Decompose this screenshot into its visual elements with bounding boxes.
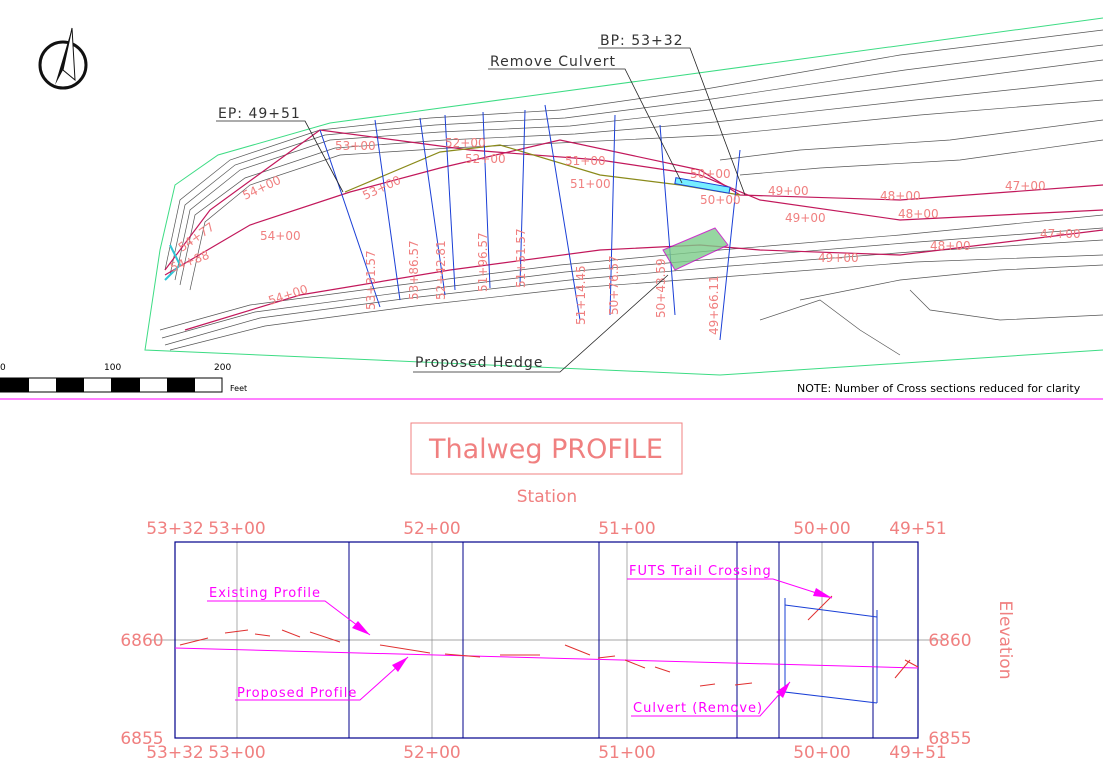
svg-text:48+00: 48+00 (930, 239, 971, 253)
profile-annotations: Existing Profile Proposed Profile FUTS T… (207, 564, 833, 717)
existing-profile-segments (179, 595, 919, 687)
svg-text:49+51: 49+51 (889, 743, 947, 763)
profile-title: Thalweg PROFILE (428, 434, 663, 465)
svg-text:6860: 6860 (928, 631, 971, 651)
svg-text:53+31.57: 53+31.57 (364, 250, 378, 310)
svg-text:53+00: 53+00 (208, 743, 266, 763)
svg-text:54+00: 54+00 (260, 229, 301, 243)
svg-text:49+00: 49+00 (768, 184, 809, 198)
svg-text:47+00: 47+00 (1005, 179, 1046, 193)
svg-text:0: 0 (0, 363, 6, 373)
svg-text:6860: 6860 (120, 631, 163, 651)
svg-text:51+00: 51+00 (565, 154, 606, 168)
bp-label: BP: 53+32 (600, 33, 684, 49)
plan-station-labels: 53+00 52+00 52+00 51+00 51+00 50+00 50+0… (168, 136, 1080, 308)
station-ticks-bottom: 53+32 53+00 52+00 51+00 50+00 49+51 (146, 743, 947, 763)
svg-text:51+00: 51+00 (598, 743, 656, 763)
svg-text:Existing Profile: Existing Profile (209, 586, 321, 601)
svg-text:200: 200 (214, 363, 231, 373)
svg-text:51+51.57: 51+51.57 (514, 228, 528, 288)
svg-text:54+00: 54+00 (267, 282, 310, 308)
svg-text:51+00: 51+00 (570, 177, 611, 191)
svg-text:47+00: 47+00 (1040, 227, 1081, 241)
profile-view: Thalweg PROFILE Station Elevation 53+32 … (120, 422, 1015, 763)
profile-grid (150, 541, 945, 739)
scale-bar: 0 100 200 Feet (0, 363, 247, 393)
cross-section-labels: 53+31.57 53+86.57 52+42.81 51+96.57 51+5… (364, 228, 721, 335)
svg-text:50+00: 50+00 (700, 193, 741, 207)
svg-text:48+00: 48+00 (898, 207, 939, 221)
svg-text:51+14.45: 51+14.45 (574, 265, 588, 325)
y-axis-label: Elevation (995, 601, 1015, 680)
svg-text:6855: 6855 (120, 729, 163, 749)
cross-section-lines (319, 104, 741, 341)
svg-text:49+00: 49+00 (785, 211, 826, 225)
svg-text:52+00: 52+00 (445, 136, 486, 150)
callouts: BP: 53+32 Remove Culvert EP: 49+51 Propo… (216, 33, 746, 373)
station-ticks-top: 53+32 53+00 52+00 51+00 50+00 49+51 (146, 519, 947, 539)
culvert-outline (784, 598, 878, 704)
svg-text:50+00: 50+00 (690, 167, 731, 181)
svg-text:50+43.59: 50+43.59 (654, 258, 668, 318)
svg-text:50+76.57: 50+76.57 (607, 255, 621, 315)
svg-text:50+00: 50+00 (793, 743, 851, 763)
svg-text:100: 100 (104, 363, 121, 373)
x-axis-label: Station (517, 487, 577, 507)
plan-view: 53+00 52+00 52+00 51+00 51+00 50+00 50+0… (0, 17, 1103, 395)
contours (159, 29, 1103, 356)
svg-text:53+00: 53+00 (360, 173, 403, 203)
proposed-hedge-area (662, 227, 729, 271)
svg-text:53+00: 53+00 (208, 519, 266, 539)
profile-title-box (410, 422, 683, 475)
svg-text:49+66.11: 49+66.11 (707, 275, 721, 335)
note-text: NOTE: Number of Cross sections reduced f… (797, 382, 1081, 395)
svg-text:52+42.81: 52+42.81 (434, 240, 448, 300)
ep-label: EP: 49+51 (218, 106, 301, 122)
svg-text:48+00: 48+00 (880, 189, 921, 203)
remove-culvert-label: Remove Culvert (490, 54, 616, 70)
svg-text:54+77: 54+77 (176, 220, 217, 255)
svg-text:52+00: 52+00 (403, 743, 461, 763)
culvert (674, 177, 731, 194)
svg-text:Culvert (Remove): Culvert (Remove) (633, 701, 763, 716)
svg-text:53+00: 53+00 (335, 139, 376, 153)
survey-boundary (144, 17, 1103, 376)
svg-text:FUTS Trail Crossing: FUTS Trail Crossing (629, 564, 772, 579)
svg-text:51+00: 51+00 (598, 519, 656, 539)
svg-text:49+00: 49+00 (818, 251, 859, 265)
elevation-ticks: 6860 6860 6855 6855 (120, 631, 971, 749)
north-arrow-icon (38, 27, 88, 90)
svg-text:53+32: 53+32 (146, 743, 204, 763)
svg-text:53+86.57: 53+86.57 (407, 240, 421, 300)
svg-text:6855: 6855 (928, 729, 971, 749)
svg-text:51+96.57: 51+96.57 (476, 232, 490, 292)
proposed-hedge-label: Proposed Hedge (415, 355, 543, 371)
svg-text:52+00: 52+00 (465, 152, 506, 166)
proposed-profile-line (174, 647, 919, 669)
svg-text:Feet: Feet (230, 384, 247, 393)
svg-text:Proposed Profile: Proposed Profile (237, 686, 357, 701)
svg-text:52+00: 52+00 (403, 519, 461, 539)
svg-text:50+00: 50+00 (793, 519, 851, 539)
svg-text:49+51: 49+51 (889, 519, 947, 539)
svg-text:53+32: 53+32 (146, 519, 204, 539)
